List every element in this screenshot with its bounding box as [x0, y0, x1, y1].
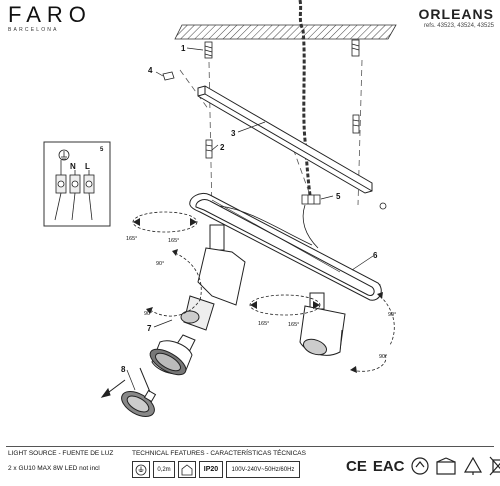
- terminal-block-icon: [301, 194, 321, 205]
- ce-mark: CE: [346, 457, 367, 475]
- ceiling: [174, 24, 397, 40]
- wall-plug-icon: [205, 114, 360, 159]
- bolt-icon: [379, 202, 387, 210]
- callout-7: 7: [147, 324, 152, 333]
- inset-l: L: [85, 162, 90, 171]
- brand-name: FARO: [8, 2, 92, 27]
- angle-label: 90°: [388, 312, 396, 318]
- angle-label: 165°: [258, 321, 269, 327]
- angle-label: 90°: [379, 354, 387, 360]
- lamp-head-left: [149, 340, 193, 376]
- callout-8: 8: [121, 365, 126, 374]
- lamp-body: [189, 192, 382, 301]
- weee-icon: [489, 456, 500, 476]
- arrowheads: [133, 218, 383, 373]
- angle-label: 90°: [156, 261, 164, 267]
- footer-divider: [6, 446, 494, 447]
- callout-2: 2: [220, 143, 225, 152]
- brand-subtitle: BARCELONA: [8, 27, 59, 33]
- left-spotlight: [169, 224, 246, 361]
- callout-4: 4: [148, 66, 153, 75]
- earth-icon: [132, 461, 150, 478]
- inset-label: 5: [100, 147, 104, 153]
- mounting-bracket: [197, 85, 373, 194]
- tech-features-title: TECHNICAL FEATURES - CARACTERÍSTICAS TÉC…: [132, 450, 306, 457]
- right-spotlight: [299, 292, 346, 356]
- tree-icon: [463, 457, 482, 475]
- connector-icon: [162, 71, 175, 81]
- angle-label: 165°: [126, 236, 137, 242]
- leader-lines: [126, 47, 374, 391]
- suspension-cable: [298, 0, 312, 196]
- bulb-icon: [121, 389, 157, 417]
- callout-3: 3: [231, 129, 236, 138]
- inset-n: N: [70, 162, 76, 171]
- callout-1: 1: [181, 44, 186, 53]
- voltage-rating: 100V-240V~50Hz/60Hz: [226, 461, 300, 478]
- packaging-icon: [435, 457, 456, 475]
- light-source-title: LIGHT SOURCE - FUENTE DE LUZ: [8, 450, 114, 457]
- product-name: ORLEANS: [418, 6, 494, 22]
- certifications: CE EAC: [346, 456, 500, 476]
- callout-6: 6: [373, 251, 378, 260]
- spec-row: 0,2m IP20 100V-240V~50Hz/60Hz: [132, 461, 300, 478]
- angle-label: 90°: [144, 311, 152, 317]
- recycle-icon: [410, 457, 429, 475]
- angle-label: 165°: [168, 238, 179, 244]
- eac-mark: EAC: [372, 457, 405, 475]
- distance-icon: 0,2m: [153, 461, 175, 478]
- callout-5: 5: [336, 192, 341, 201]
- angle-label: 165°: [288, 322, 299, 328]
- insert-arrow: [100, 367, 151, 398]
- indoor-icon: [178, 461, 196, 478]
- screw-icon: [204, 39, 360, 59]
- terminal-inset: [43, 141, 111, 227]
- product-refs: refs. 43523, 43524, 43525: [423, 23, 494, 29]
- brand-logo: FARO BARCELONA: [8, 2, 92, 34]
- light-source-desc: 2 x GU10 MAX 8W LED not incl: [8, 465, 100, 472]
- product-header: ORLEANS refs. 43523, 43524, 43525: [419, 6, 494, 29]
- ip-rating: IP20: [199, 461, 223, 478]
